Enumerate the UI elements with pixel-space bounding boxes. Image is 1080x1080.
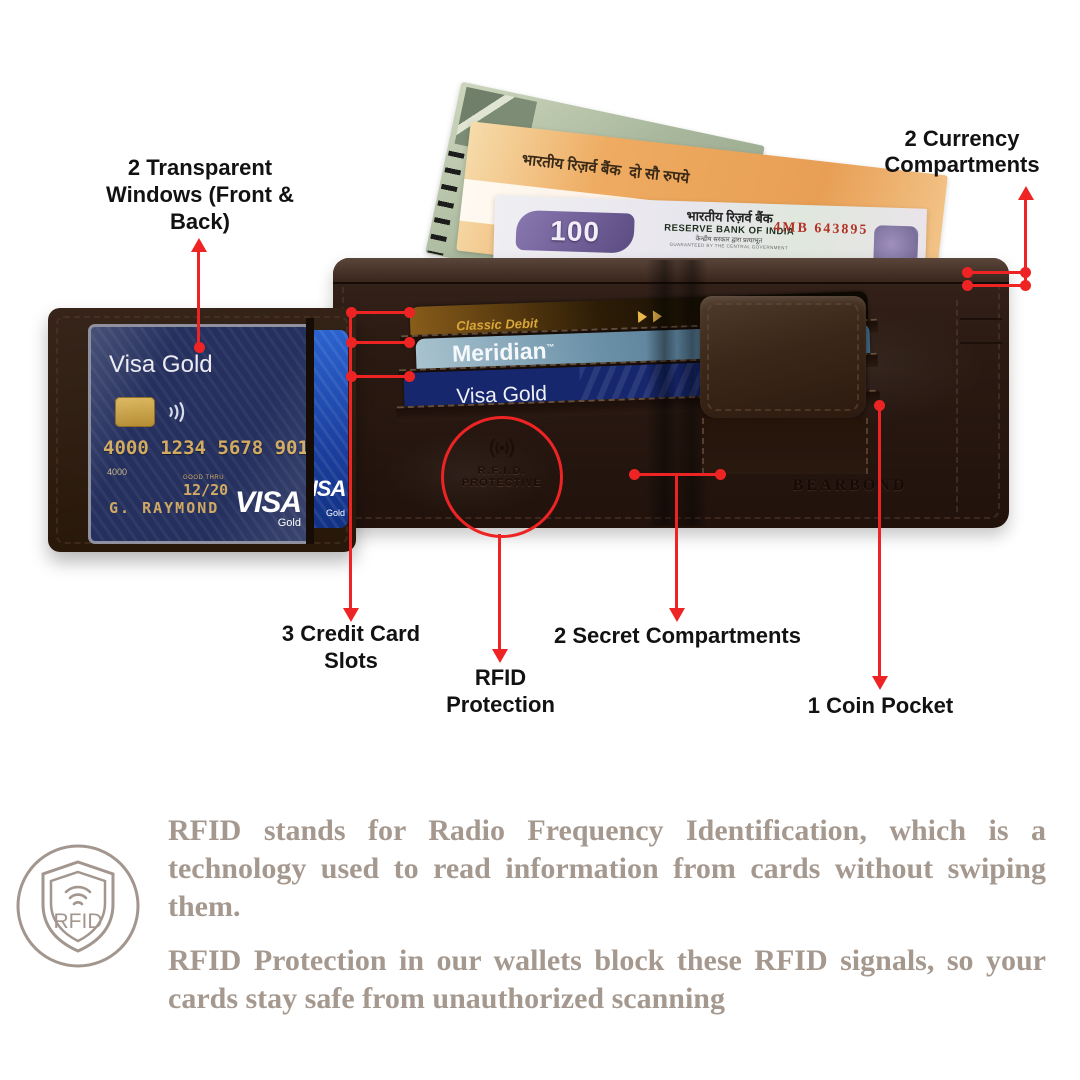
visa-tier: Gold bbox=[235, 517, 301, 529]
callout-dot bbox=[715, 469, 726, 480]
card-expiry: GOOD THRU 12/20 bbox=[183, 475, 228, 500]
card-holder-name: G. RAYMOND bbox=[109, 499, 219, 517]
note100-denomination-patch: 100 bbox=[515, 209, 635, 254]
blue-card-tier: Gold bbox=[325, 508, 345, 518]
footer-description: RFID stands for Radio Frequency Identifi… bbox=[168, 812, 1046, 1018]
footer-paragraph-1: RFID stands for Radio Frequency Identifi… bbox=[168, 814, 1046, 923]
arrow-down-icon bbox=[669, 608, 685, 622]
right-card-slot-edge bbox=[960, 342, 1002, 344]
label-coin-pocket: 1 Coin Pocket bbox=[807, 693, 954, 718]
footer-paragraph-2: RFID Protection in our wallets block the… bbox=[168, 944, 1046, 1015]
emv-chip-icon bbox=[115, 397, 155, 427]
window-plastic-sheen bbox=[91, 327, 309, 541]
transparent-window: Visa Gold 4000 1234 5678 9010 4000 GOOD … bbox=[88, 324, 312, 544]
callout-line-slot3 bbox=[351, 375, 409, 378]
right-card-slot-edge bbox=[960, 318, 1002, 320]
callout-line-currency-2 bbox=[967, 284, 1026, 287]
visa-wordmark: VISA bbox=[235, 486, 302, 519]
callout-dot bbox=[962, 267, 973, 278]
callout-line-rfid bbox=[498, 534, 501, 650]
callout-dot bbox=[194, 342, 205, 353]
card-number-small: 4000 bbox=[107, 467, 127, 477]
callout-dot bbox=[404, 307, 415, 318]
callout-line-currency-1 bbox=[967, 271, 1026, 274]
callout-dot bbox=[346, 371, 357, 382]
visa-logo: VISA Gold bbox=[235, 486, 302, 530]
good-thru-label: GOOD THRU bbox=[183, 475, 228, 481]
rfid-shield-icon: RFID bbox=[14, 842, 142, 970]
callout-dot bbox=[346, 307, 357, 318]
arrow-down-icon bbox=[872, 676, 888, 690]
right-column-stitch bbox=[956, 300, 958, 512]
arrow-down-icon bbox=[492, 649, 508, 663]
contactless-icon bbox=[163, 397, 193, 432]
note100-value: 100 bbox=[549, 214, 601, 248]
callout-line-secret-v bbox=[675, 475, 678, 609]
callout-line-slots bbox=[349, 313, 352, 609]
flap-edge-divider bbox=[306, 318, 314, 544]
callout-dot bbox=[1020, 280, 1031, 291]
coin-pocket-flap bbox=[700, 296, 866, 418]
callout-dot bbox=[962, 280, 973, 291]
card-number: 4000 1234 5678 9010 bbox=[103, 437, 309, 459]
label-currency-compartments: 2 Currency Compartments bbox=[884, 126, 1040, 177]
window-card-title: Visa Gold bbox=[109, 351, 213, 379]
callout-dot bbox=[874, 400, 885, 411]
callout-dot bbox=[1020, 267, 1031, 278]
label-rfid-protection: RFID Protection bbox=[446, 665, 555, 717]
arrow-up-icon bbox=[191, 238, 207, 252]
meridian-label: Meridian bbox=[451, 337, 548, 367]
label-credit-card-slots: 3 Credit Card Slots bbox=[281, 621, 421, 673]
rfid-badge-label: RFID bbox=[54, 910, 103, 933]
callout-dot bbox=[346, 337, 357, 348]
wallet-currency-opening bbox=[333, 258, 1009, 284]
callout-line-secret-h bbox=[634, 473, 720, 476]
trademark-symbol: ™ bbox=[546, 342, 555, 352]
callout-line-currency bbox=[1024, 200, 1027, 286]
callout-dot bbox=[629, 469, 640, 480]
arrow-up-icon bbox=[1018, 186, 1034, 200]
note200-value-text: दो सौ रुपये bbox=[628, 163, 691, 188]
callout-line-coin bbox=[878, 405, 881, 677]
callout-dot bbox=[404, 337, 415, 348]
note200-bank-text: भारतीय रिज़र्व बैंक bbox=[520, 151, 622, 180]
callout-line-slot1 bbox=[351, 311, 409, 314]
coin-pocket-base bbox=[702, 418, 868, 474]
label-transparent-windows: 2 Transparent Windows (Front & Back) bbox=[106, 155, 294, 234]
callout-line-slot2 bbox=[351, 341, 409, 344]
rfid-highlight-circle bbox=[441, 416, 563, 538]
note100-serial-number: 4MB 643895 bbox=[773, 219, 869, 238]
brand-emboss: BEARBOND bbox=[792, 477, 908, 494]
label-secret-compartments: 2 Secret Compartments bbox=[554, 623, 801, 648]
blue-card-edge: VISA Gold bbox=[314, 330, 348, 528]
callout-line-windows bbox=[197, 252, 200, 347]
expiry-value: 12/20 bbox=[183, 481, 228, 499]
callout-dot bbox=[404, 371, 415, 382]
card-texture bbox=[91, 327, 309, 541]
blue-card-visa-wordmark: VISA bbox=[314, 476, 346, 501]
arrow-down-icon bbox=[343, 608, 359, 622]
